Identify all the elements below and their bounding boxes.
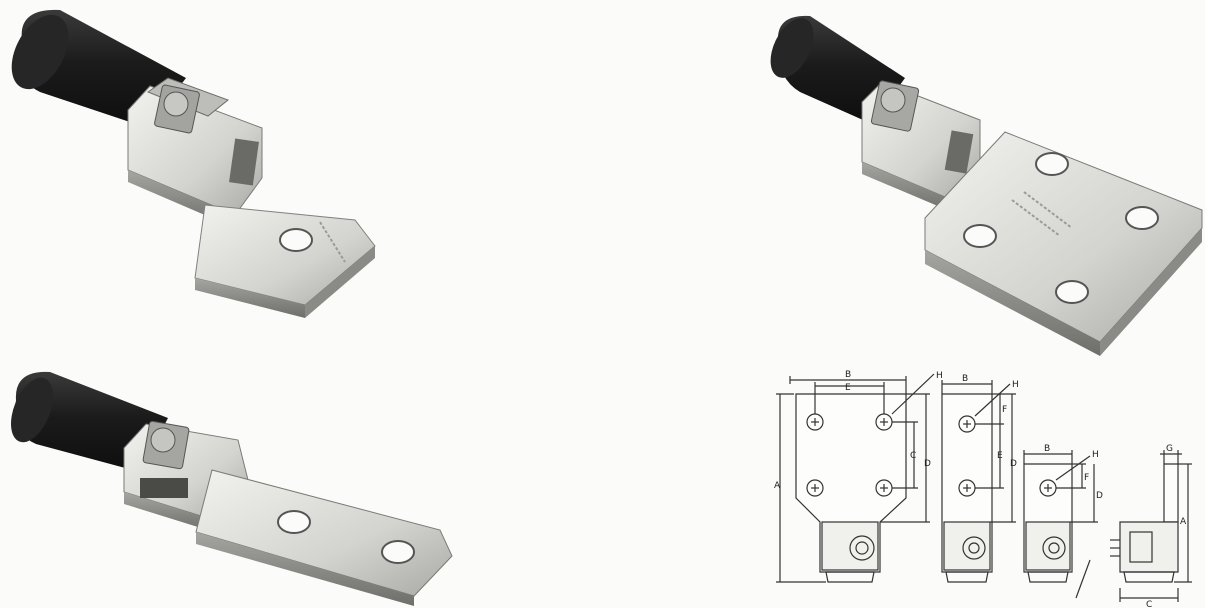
dim-label-f: F bbox=[1002, 405, 1007, 415]
lug-one-hole-photo bbox=[11, 9, 376, 318]
dim-label-e: E bbox=[845, 383, 851, 393]
lug-two-hole-long-barrel-photo bbox=[11, 371, 453, 606]
dimension-diagram bbox=[776, 373, 1192, 602]
hole bbox=[279, 228, 313, 252]
hole bbox=[381, 540, 415, 564]
dim-label-f: F bbox=[1084, 473, 1089, 483]
hole bbox=[963, 224, 997, 248]
dim-label-b: B bbox=[845, 370, 851, 380]
dim-label-a: A bbox=[774, 481, 781, 491]
hole bbox=[277, 510, 311, 534]
view-four-hole-front bbox=[776, 373, 935, 583]
dim-label-e: E bbox=[997, 451, 1003, 461]
dim-label-d: D bbox=[1010, 459, 1017, 469]
dimension-labels: B E H A C D B H F E D B H F D G A C bbox=[774, 370, 1187, 608]
dim-label-h: H bbox=[936, 371, 943, 381]
view-one-hole-front bbox=[1023, 450, 1098, 599]
dim-label-b: B bbox=[1044, 444, 1050, 454]
dim-label-h: H bbox=[1092, 450, 1099, 460]
dim-label-d: D bbox=[1096, 491, 1103, 501]
view-two-hole-front bbox=[941, 380, 1016, 583]
dim-label-a: A bbox=[1180, 517, 1187, 527]
dim-label-h: H bbox=[1012, 380, 1019, 390]
hole bbox=[1125, 206, 1159, 230]
lug-four-hole-pad-photo bbox=[770, 15, 1203, 356]
view-side bbox=[1110, 450, 1192, 602]
hole bbox=[1035, 152, 1069, 176]
hole bbox=[1055, 280, 1089, 304]
dim-label-c: C bbox=[910, 451, 916, 461]
dim-label-b: B bbox=[962, 374, 968, 384]
dim-label-d: D bbox=[924, 459, 931, 469]
dim-label-g: G bbox=[1166, 444, 1173, 454]
dim-label-c: C bbox=[1146, 600, 1152, 608]
